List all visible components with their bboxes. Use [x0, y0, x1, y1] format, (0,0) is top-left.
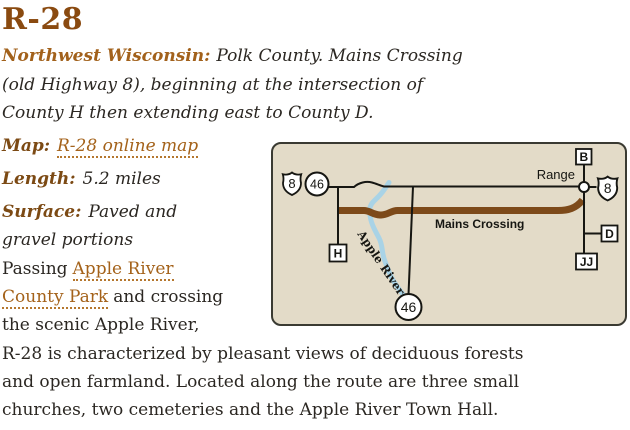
apple-river-park-link-part-2[interactable]: County Park — [2, 287, 109, 310]
map-detail-row: Map: R-28 online map — [2, 133, 199, 161]
intro-line-3: County H then extending east to County D… — [2, 103, 374, 123]
us8-shield-right-icon: 8 — [596, 175, 619, 202]
hwy46-top-label: 46 — [310, 178, 324, 192]
intro-line-1-text: Polk County. Mains Crossing — [216, 46, 463, 66]
intro-line-2: (old Highway 8), beginning at the inters… — [2, 74, 424, 95]
county-jj-label: JJ — [580, 255, 593, 269]
length-detail-row: Length: 5.2 miles — [2, 166, 161, 194]
county-d-label: D — [605, 227, 614, 241]
highway-8-road — [328, 180, 580, 188]
range-junction-marker — [578, 181, 590, 193]
map-background — [271, 142, 627, 326]
us8-shield-left-icon: 8 — [281, 171, 303, 196]
description-line-6: churches, two cemeteries and the Apple R… — [2, 400, 499, 421]
county-b-box — [575, 148, 593, 166]
description-line-2-text: and crossing — [113, 287, 224, 308]
mains-crossing-label: Mains Crossing — [435, 217, 524, 231]
county-jj-box — [575, 252, 598, 271]
county-road-boxes: B D JJ H — [328, 148, 619, 271]
length-value: 5.2 miles — [82, 169, 161, 189]
highway-46-road — [407, 186, 414, 295]
region-label: Northwest Wisconsin: — [2, 46, 211, 66]
surface-label: Surface: — [2, 202, 82, 222]
page-title: R-28 — [2, 2, 84, 37]
county-h-box — [328, 243, 348, 263]
description-line-3: the scenic Apple River, — [2, 315, 200, 336]
surface-value-line-2: gravel portions — [2, 229, 134, 250]
route-map-image: 8 46 8 46 B D — [271, 142, 627, 326]
description-line-4: R-28 is characterized by pleasant views … — [2, 343, 524, 364]
hwy46-marker-bottom: 46 — [394, 293, 423, 321]
intro-paragraph: Northwest Wisconsin:Polk County. Mains C… — [2, 42, 463, 128]
hwy46-marker-top: 46 — [304, 171, 330, 197]
us8-shield-right-label: 8 — [604, 181, 612, 196]
range-label: Range — [537, 167, 575, 182]
description-line-1-text: Passing — [2, 259, 68, 279]
surface-line-1: Surface: Paved and — [2, 199, 177, 227]
us8-shield-left-label: 8 — [288, 176, 295, 191]
county-b-label: B — [579, 150, 588, 164]
county-d-box — [600, 224, 619, 243]
county-h-label: H — [334, 246, 343, 260]
r28-route-line — [337, 197, 586, 219]
apple-river-park-link-part-1[interactable]: Apple River — [72, 259, 174, 281]
online-map-link[interactable]: R-28 online map — [57, 136, 199, 158]
length-label: Length: — [2, 169, 76, 189]
hwy46-bottom-label: 46 — [401, 299, 417, 315]
intro-line-1: Northwest Wisconsin:Polk County. Mains C… — [2, 42, 463, 71]
description-line-5: and open farmland. Located along the rou… — [2, 371, 520, 392]
surface-detail-row: Surface: Paved and gravel portions — [2, 199, 177, 254]
map-label: Map: — [2, 136, 50, 156]
apple-river-stream — [367, 180, 405, 296]
surface-value-line-1: Paved and — [88, 202, 178, 222]
